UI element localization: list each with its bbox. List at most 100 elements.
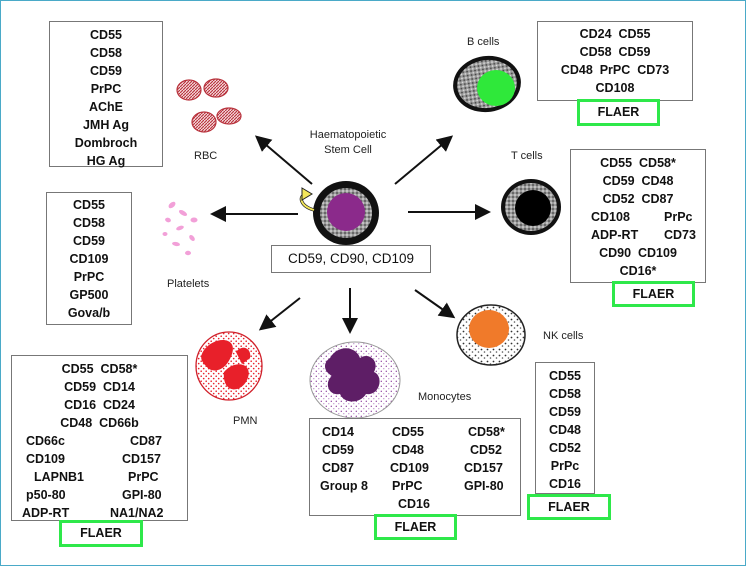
pmn-flaer-badge: FLAER — [59, 520, 143, 547]
rbc-label: RBC — [194, 150, 218, 162]
platelet-markers-box: CD55 CD58 CD59 CD109 PrPC GP500 Gova/b — [46, 192, 132, 325]
monocyte-marker: CD59 — [322, 443, 354, 457]
monocyte-marker: CD14 — [322, 425, 354, 439]
pmn-marker: LAPNB1 — [34, 470, 85, 484]
arrow-to-pmn — [258, 297, 301, 331]
arrows — [210, 135, 491, 334]
platelet-marker: CD58 — [73, 216, 105, 230]
t-cell-marker: CD73 — [664, 228, 696, 242]
pmn-markers-box: CD55 CD58* CD59 CD14 CD16 CD24 CD48 CD66… — [11, 355, 188, 521]
pmn-marker: CD59 CD14 — [64, 380, 135, 394]
pmn-marker: CD16 CD24 — [64, 398, 135, 412]
rbc-marker: PrPC — [90, 82, 122, 96]
pmn-marker: GPI-80 — [122, 488, 162, 502]
nk-cell-flaer-badge: FLAER — [527, 494, 611, 520]
t-cell-marker: CD59 CD48 — [602, 174, 674, 188]
t-cell-flaer-badge: FLAER — [612, 281, 695, 307]
monocytes-label: Monocytes — [418, 391, 472, 403]
t-cell-marker: CD108 — [591, 210, 630, 224]
t-cell-marker: PrPc — [664, 210, 693, 224]
t-cell-markers-box: CD55 CD58* CD59 CD48 CD52 CD87 CD108 PrP… — [570, 149, 706, 283]
monocyte-marker: GPI-80 — [464, 479, 504, 493]
self-renewal-arrow-icon — [299, 187, 315, 212]
nk-cell-marker: CD58 — [549, 387, 581, 401]
pmn-marker: CD55 CD58* — [61, 362, 138, 376]
b-cell — [453, 55, 521, 113]
platelet-marker: CD109 — [69, 252, 109, 266]
pmn-marker: PrPC — [128, 470, 159, 484]
pmn-marker: ADP-RT — [22, 506, 70, 520]
rbc-cells — [176, 78, 242, 133]
stem-cell-label-line2: Stem Cell — [324, 144, 372, 156]
nk-cell-markers-box: CD55 CD58 CD59 CD48 CD52 PrPc CD16 — [535, 362, 595, 494]
nk-cell-marker: PrPc — [550, 459, 580, 473]
rbc-marker: CD59 — [90, 64, 122, 78]
pmn-cell — [195, 331, 263, 401]
b-cell-markers-box: CD24 CD55 CD58 CD59 CD48 PrPC CD73 CD108 — [537, 21, 693, 101]
t-cells-label: T cells — [511, 150, 543, 162]
monocyte-marker: CD52 — [470, 443, 502, 457]
stem-cell-label: Haematopoietic Stem Cell — [302, 128, 394, 158]
monocyte-marker: CD109 — [390, 461, 429, 475]
stem-cell-label-line1: Haematopoietic — [309, 129, 387, 141]
monocyte-marker: CD87 — [322, 461, 354, 475]
t-cell-marker: CD16* — [619, 264, 657, 278]
platelet-marker: CD55 — [73, 198, 105, 212]
b-cell-marker: CD108 — [595, 81, 635, 95]
rbc-marker: Dombroch — [74, 136, 138, 150]
pmn-marker: CD109 — [26, 452, 65, 466]
platelets-label: Platelets — [167, 278, 210, 290]
stem-cell-markers: CD59, CD90, CD109 — [287, 251, 415, 266]
monocyte-marker: CD48 — [392, 443, 424, 457]
nk-cells-label: NK cells — [543, 330, 584, 342]
pmn-marker: NA1/NA2 — [110, 506, 164, 520]
monocyte-marker: CD16 — [398, 497, 430, 511]
monocyte-cell — [309, 341, 401, 419]
nk-cell-marker: CD59 — [549, 405, 581, 419]
platelet-marker: GP500 — [69, 288, 109, 302]
t-cell — [501, 179, 561, 235]
t-cell-marker: CD52 CD87 — [602, 192, 674, 206]
monocyte-markers-box: CD14 CD59 CD87 Group 8 CD55 CD48 CD109 P… — [309, 418, 521, 516]
rbc-marker: AChE — [88, 100, 124, 114]
platelet-marker: CD59 — [73, 234, 105, 248]
pmn-marker: CD48 CD66b — [60, 416, 139, 430]
b-cell-marker: CD58 CD59 — [579, 45, 651, 59]
b-cell-flaer-badge: FLAER — [577, 99, 660, 126]
b-cell-marker: CD48 PrPC CD73 — [560, 63, 670, 77]
pmn-marker: CD87 — [130, 434, 162, 448]
arrow-to-nk-cells — [414, 289, 456, 319]
monocyte-marker: CD58* — [468, 425, 505, 439]
rbc-marker: HG Ag — [86, 154, 126, 168]
nk-cell-marker: CD48 — [549, 423, 581, 437]
rbc-marker: CD58 — [90, 46, 122, 60]
monocyte-flaer-badge: FLAER — [374, 514, 457, 540]
platelet-marker: Gova/b — [67, 306, 111, 320]
t-cell-marker: CD55 CD58* — [600, 156, 676, 170]
rbc-markers-box: CD55 CD58 CD59 PrPC AChE JMH Ag Dombroch… — [49, 21, 163, 168]
b-cells-label: B cells — [467, 36, 500, 48]
monocyte-marker: Group 8 — [320, 479, 368, 493]
rbc-marker: CD55 — [90, 28, 122, 42]
b-cell-marker: CD24 CD55 — [579, 27, 651, 41]
pmn-marker: p50-80 — [26, 488, 66, 502]
stem-cell-markers-box: CD59, CD90, CD109 — [271, 245, 431, 273]
nk-cell-marker: CD55 — [549, 369, 581, 383]
pmn-marker: CD157 — [122, 452, 161, 466]
platelet-marker: PrPC — [73, 270, 105, 284]
monocyte-marker: CD55 — [392, 425, 424, 439]
pmn-label: PMN — [233, 415, 258, 427]
rbc-marker: JMH Ag — [82, 118, 130, 132]
nk-cell-marker: CD52 — [549, 441, 581, 455]
arrow-to-b-cells — [394, 135, 454, 185]
platelet-cells — [162, 201, 198, 256]
t-cell-marker: ADP-RT — [591, 228, 639, 242]
stem-cell — [313, 181, 379, 245]
pmn-marker: CD66c — [26, 434, 65, 448]
arrow-to-rbc — [254, 135, 313, 185]
monocyte-marker: CD157 — [464, 461, 503, 475]
monocyte-marker: PrPC — [392, 479, 423, 493]
t-cell-marker: CD90 CD109 — [599, 246, 677, 260]
nk-cell-marker: CD16 — [549, 477, 581, 491]
